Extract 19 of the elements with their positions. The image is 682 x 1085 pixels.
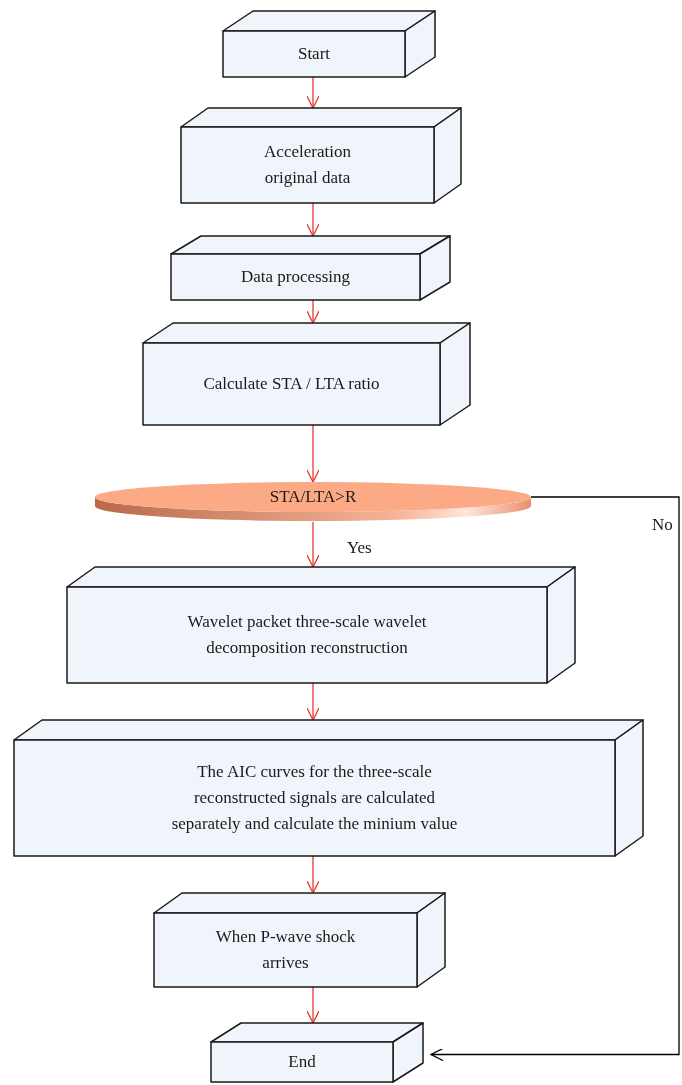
box-label: The AIC curves for the three-scale reconstructed signals are calculated separately and calculate the minium value xyxy=(170,761,459,835)
arrow xyxy=(430,496,680,1062)
arrow xyxy=(306,202,320,237)
box-label: Acceleration original data xyxy=(263,141,352,189)
arrow xyxy=(306,521,320,568)
box-label: End xyxy=(288,1051,316,1073)
arrow xyxy=(306,76,320,109)
box-label: Calculate STA / LTA ratio xyxy=(203,373,380,395)
box-label: Wavelet packet three-scale wavelet decomposition reconstruction xyxy=(186,611,428,659)
arrow xyxy=(306,682,320,721)
arrow xyxy=(306,424,320,483)
decision-ellipse xyxy=(95,482,531,522)
decision-label: STA/LTA>R xyxy=(269,486,357,508)
box-label: Data processing xyxy=(240,266,351,288)
arrow xyxy=(306,855,320,894)
box-label: When P-wave shock arrives xyxy=(214,926,357,974)
arrow xyxy=(306,299,320,324)
box-label: Start xyxy=(297,43,331,65)
arrow xyxy=(306,986,320,1024)
